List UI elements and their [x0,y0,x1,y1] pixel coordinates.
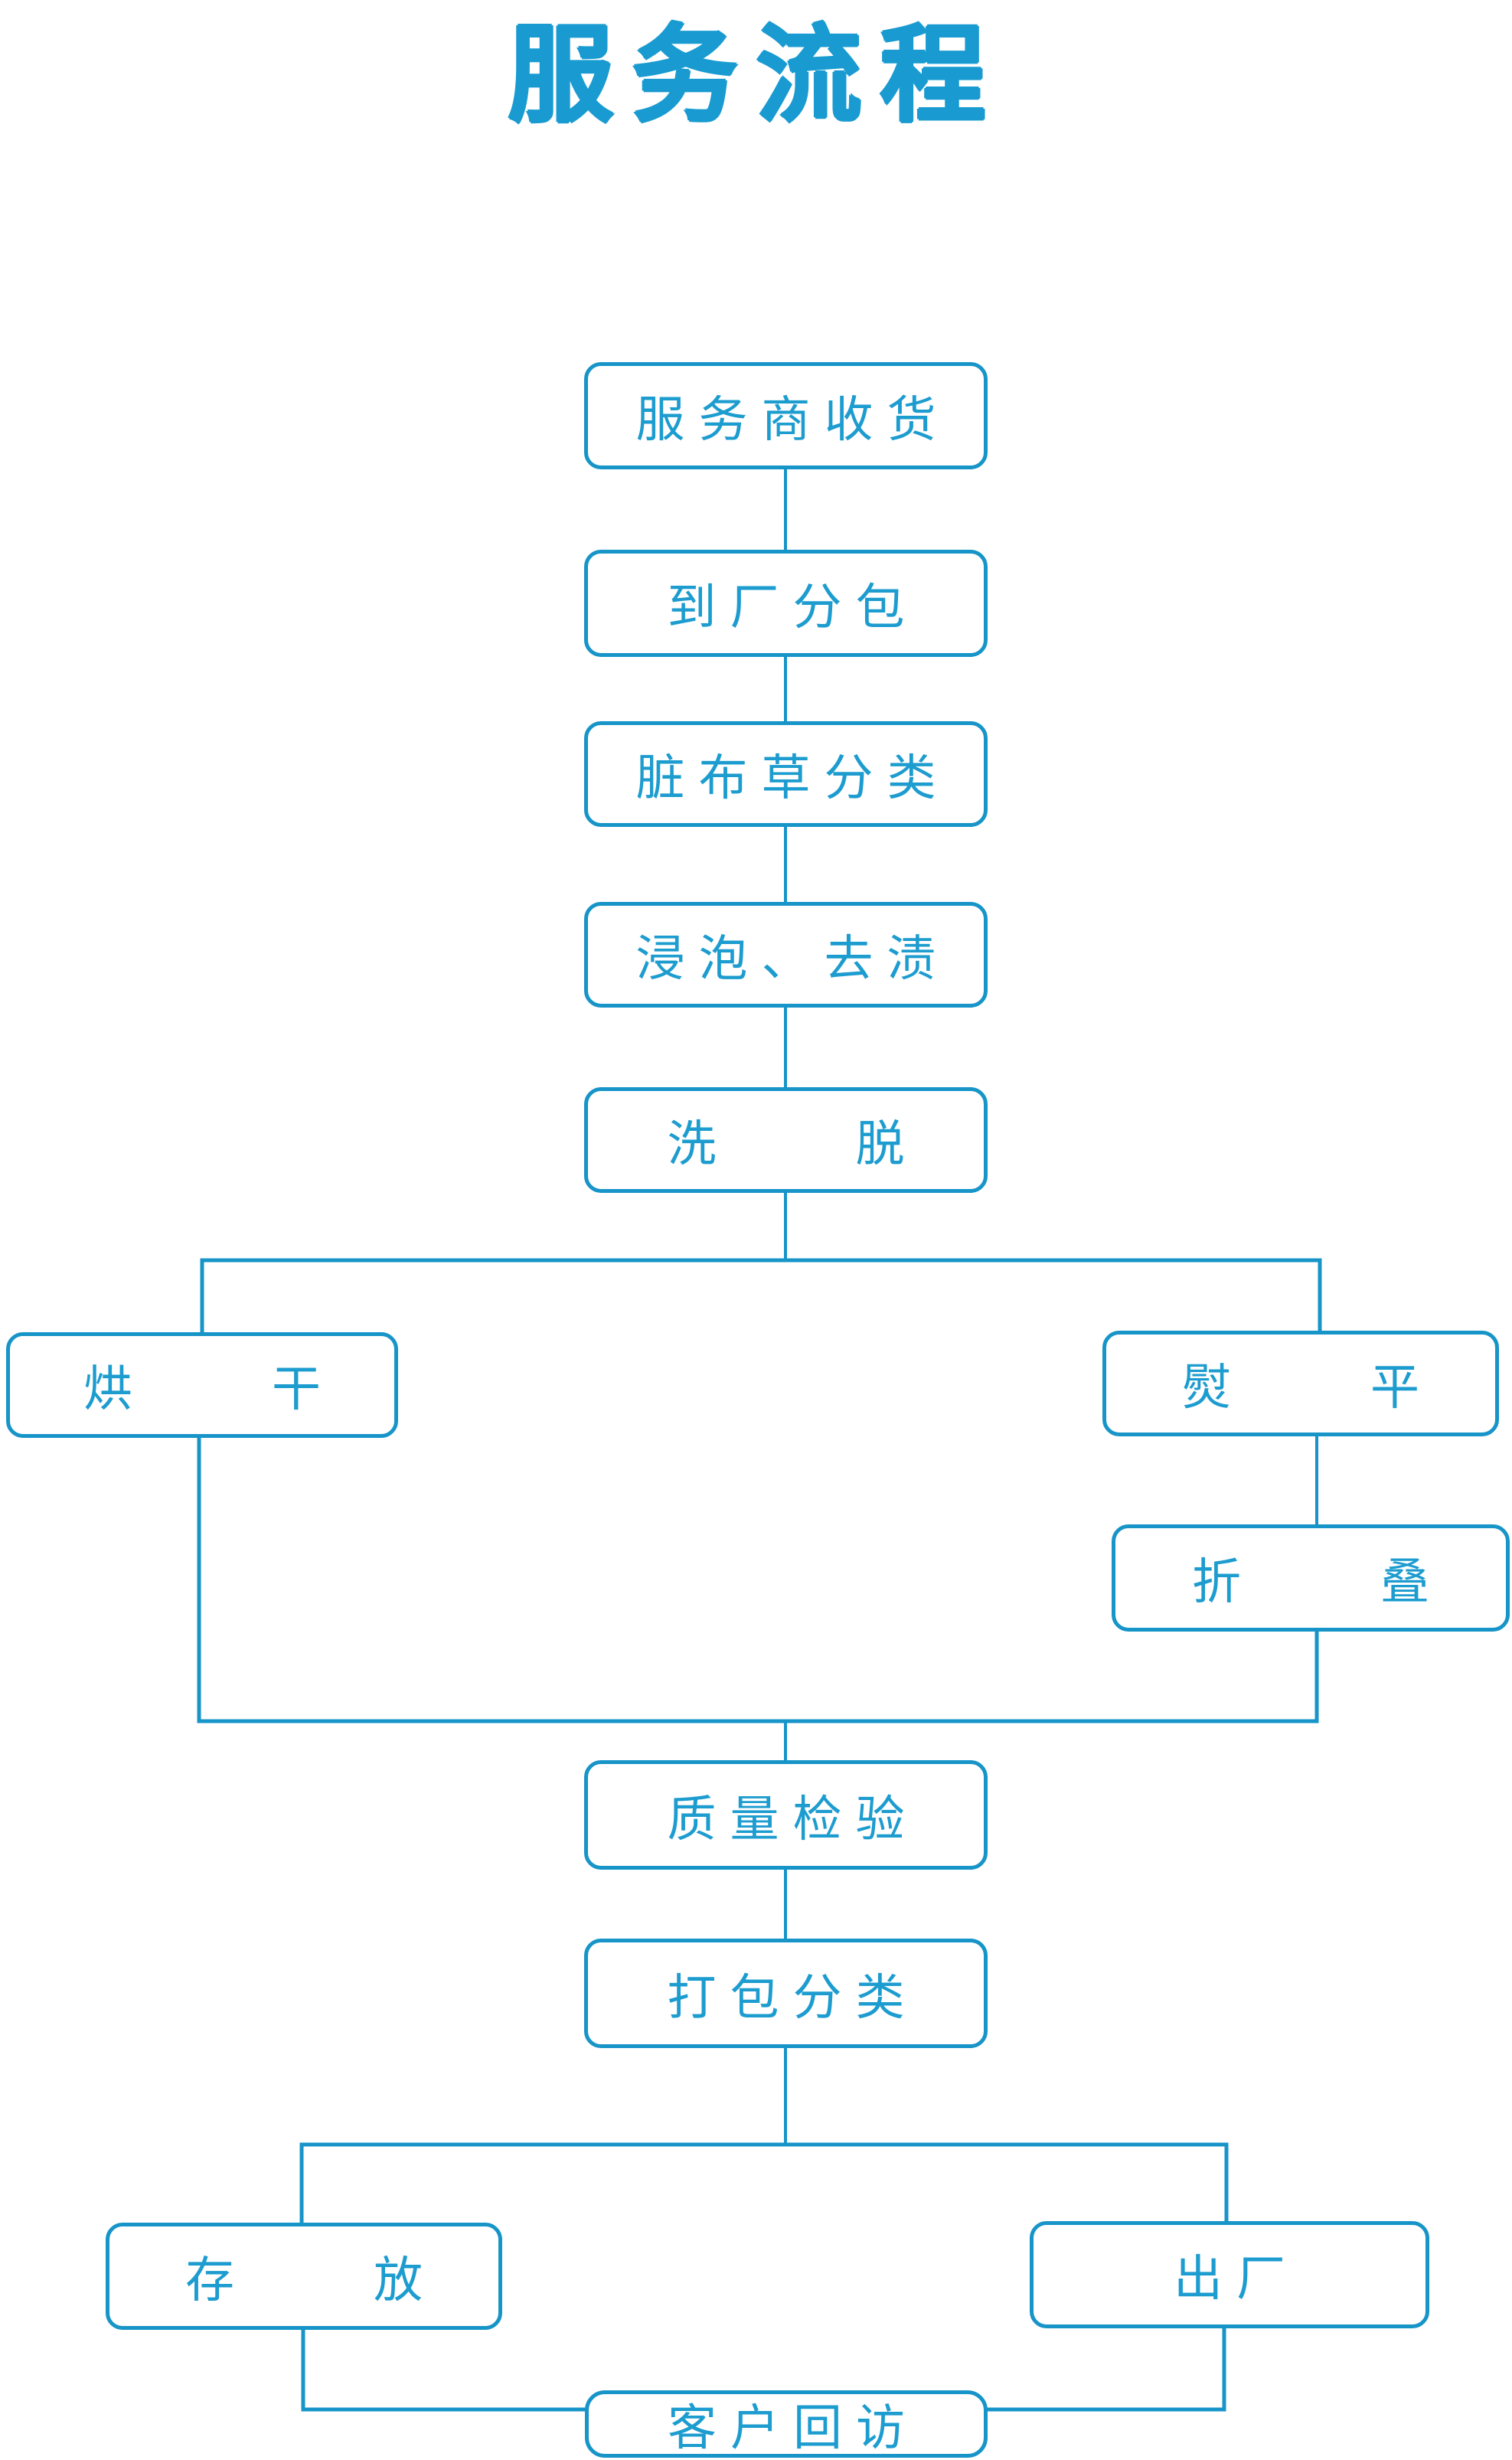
node-dirty-linen-sorting: 脏布草分类 [584,721,988,827]
node-quality-inspection: 质量检验 [584,1760,988,1870]
node-leave-factory: 出厂 [1030,2221,1429,2328]
node-storage: 存 放 [106,2223,502,2330]
node-folding: 折 叠 [1112,1524,1510,1632]
node-ironing: 熨 平 [1102,1331,1499,1436]
node-factory-unpacking: 到厂分包 [584,550,988,657]
node-drying: 烘 干 [6,1332,398,1438]
node-wash-extract: 洗 脱 [584,1087,988,1193]
node-customer-followup: 客户回访 [585,2390,988,2458]
connector-split-dry-iron [200,1258,1322,1334]
node-soak-destain: 浸泡、去渍 [584,902,988,1008]
page-title: 服务流程 [508,14,1004,137]
connector-ship-visit [986,2326,1226,2412]
node-receive-goods: 服务商收货 [584,362,988,469]
connector-merge-dry-fold [197,1436,1319,1723]
connector-split2-store-ship [299,2142,1229,2225]
connector-store-visit [301,2328,586,2412]
node-packing-sorting: 打包分类 [584,1939,988,2048]
